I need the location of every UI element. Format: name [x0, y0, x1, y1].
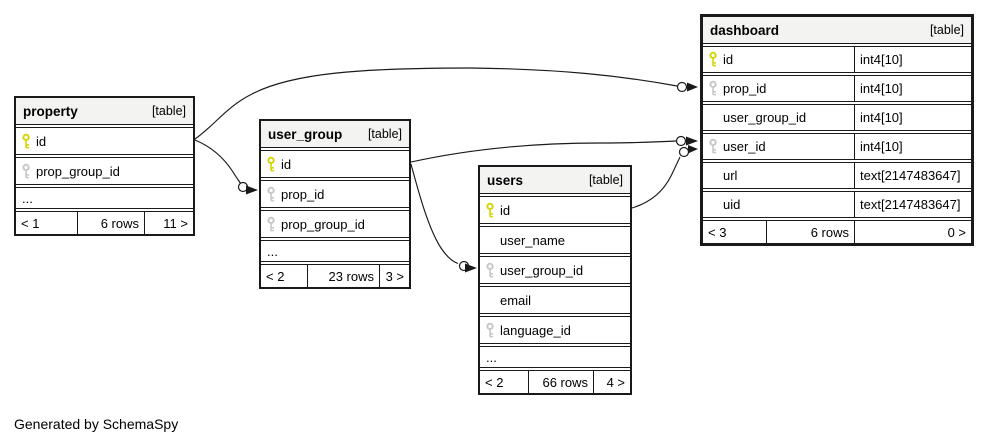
- column-name: prop_group_id: [281, 216, 365, 232]
- foreign-key-icon: [261, 186, 281, 203]
- column-type: int4[10]: [854, 134, 971, 159]
- column-type: text[2147483647]: [854, 192, 971, 217]
- column-name: prop_id: [723, 81, 767, 96]
- table-footer: < 2 66 rows 4 >: [480, 370, 630, 393]
- column-name: user_name: [500, 232, 566, 248]
- column-name: language_id: [500, 322, 571, 338]
- column-name: id: [281, 156, 292, 172]
- column-type: int4[10]: [854, 76, 971, 101]
- table-type-label: [table]: [929, 23, 964, 37]
- foreign-key-icon: [16, 163, 36, 180]
- column-type: text[2147483647]: [854, 163, 971, 188]
- column-name: user_group_id: [723, 110, 807, 125]
- table-header: dashboard [table]: [703, 17, 971, 44]
- column-row: id: [261, 150, 409, 178]
- column-name: id: [723, 52, 734, 67]
- table-footer: < 2 23 rows 3 >: [261, 264, 409, 287]
- column-name: prop_group_id: [36, 163, 120, 179]
- primary-key-icon: [480, 202, 500, 219]
- column-row: url text[2147483647]: [703, 162, 971, 189]
- column-type: int4[10]: [854, 105, 971, 130]
- ellipsis-row: ...: [480, 346, 630, 368]
- table-name[interactable]: dashboard: [710, 22, 780, 38]
- column-row: email: [480, 286, 630, 314]
- ellipsis-row: ...: [261, 240, 409, 262]
- table-name[interactable]: property: [23, 103, 78, 119]
- column-row: user_name: [480, 226, 630, 254]
- column-name: user_group_id: [500, 262, 584, 278]
- edge-users-dashboard: [631, 156, 681, 209]
- column-name: id: [500, 202, 511, 218]
- column-type: int4[10]: [854, 47, 971, 72]
- pagination-next: 11 >: [144, 212, 193, 234]
- table-footer: < 3 6 rows 0 >: [703, 220, 971, 243]
- foreign-key-icon: [703, 80, 723, 97]
- table-name[interactable]: users: [487, 172, 524, 188]
- table-type-label: [table]: [151, 104, 186, 118]
- row-count: 66 rows: [528, 371, 593, 393]
- table-users[interactable]: users [table] id user_name user_group_id…: [478, 165, 632, 395]
- pagination-prev: < 2: [266, 268, 285, 284]
- column-row: id: [480, 196, 630, 224]
- table-type-label: [table]: [588, 173, 623, 187]
- primary-key-icon: [703, 51, 723, 68]
- column-name: id: [36, 133, 47, 149]
- column-row: user_group_id: [480, 256, 630, 284]
- row-count: 23 rows: [307, 265, 379, 287]
- table-name[interactable]: user_group: [268, 126, 343, 142]
- edge-property-usergroup: [194, 139, 242, 185]
- column-row: prop_id: [261, 180, 409, 208]
- ellipsis-row: ...: [16, 187, 193, 209]
- table-header: user_group [table]: [261, 121, 409, 148]
- pagination-prev: < 1: [21, 215, 40, 231]
- table-user-group[interactable]: user_group [table] id prop_id prop_group…: [259, 119, 411, 289]
- pagination-next: 3 >: [379, 265, 409, 287]
- table-property[interactable]: property [table] id prop_group_id ... < …: [14, 96, 195, 236]
- table-footer: < 1 6 rows 11 >: [16, 211, 193, 234]
- column-name: uid: [723, 197, 741, 212]
- table-type-label: [table]: [367, 127, 402, 141]
- row-count: 6 rows: [77, 212, 144, 234]
- column-name: prop_id: [281, 186, 325, 202]
- column-row: uid text[2147483647]: [703, 191, 971, 218]
- column-row: prop_group_id: [261, 210, 409, 238]
- table-dashboard[interactable]: dashboard [table] id int4[10] prop_id in…: [700, 14, 974, 246]
- column-row: prop_id int4[10]: [703, 75, 971, 102]
- generated-by-note: Generated by SchemaSpy: [14, 416, 179, 432]
- table-header: users [table]: [480, 167, 630, 194]
- column-row: id int4[10]: [703, 46, 971, 73]
- column-name: url: [723, 168, 738, 183]
- pagination-next: 4 >: [593, 371, 630, 393]
- column-row: id: [16, 127, 193, 155]
- table-header: property [table]: [16, 98, 193, 125]
- foreign-key-icon: [480, 322, 500, 339]
- column-name: user_id: [723, 139, 766, 154]
- pagination-prev: < 2: [485, 374, 504, 390]
- column-row: language_id: [480, 316, 630, 344]
- column-row: user_id int4[10]: [703, 133, 971, 160]
- pagination-prev: < 3: [708, 224, 727, 240]
- foreign-key-icon: [261, 216, 281, 233]
- foreign-key-icon: [703, 138, 723, 155]
- edge-usergroup-users: [410, 163, 459, 265]
- edge-usergroup-dashboard: [410, 140, 677, 163]
- column-row: prop_group_id: [16, 157, 193, 185]
- column-name: email: [500, 292, 532, 308]
- pagination-next: 0 >: [854, 221, 971, 243]
- column-row: user_group_id int4[10]: [703, 104, 971, 131]
- row-count: 6 rows: [766, 221, 854, 243]
- foreign-key-icon: [480, 262, 500, 279]
- primary-key-icon: [261, 156, 281, 173]
- primary-key-icon: [16, 133, 36, 150]
